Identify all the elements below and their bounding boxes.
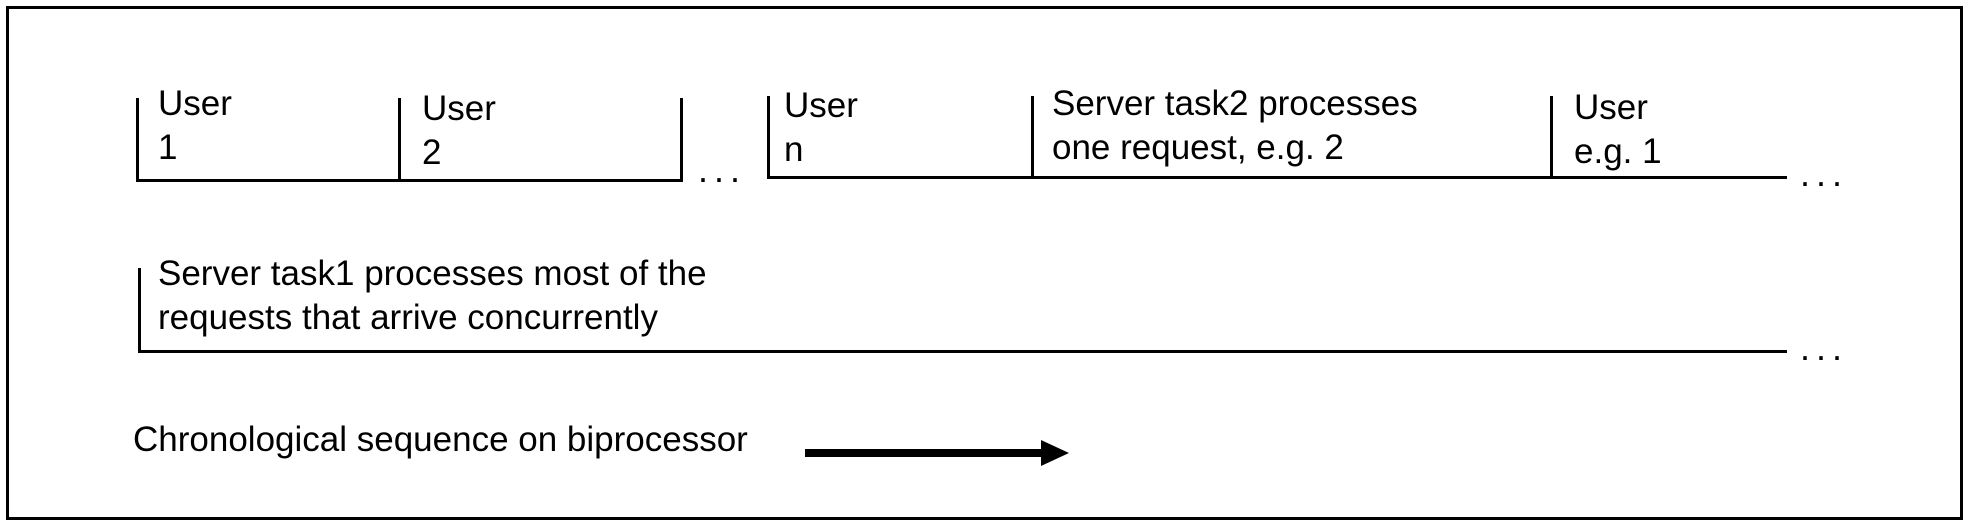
row2-ellipsis-end: ...: [1800, 327, 1849, 368]
row1-tick-user2: [398, 98, 401, 182]
row1-tick-server-task2: [1031, 96, 1034, 179]
segment-user2-label: User 2: [422, 89, 496, 172]
row1-tick-user-eg1: [1550, 96, 1553, 179]
row2-baseline: [138, 350, 1787, 353]
segment-usern-label: User n: [784, 86, 858, 169]
row1-baseline-left: [136, 179, 682, 182]
row1-ellipsis-mid: ...: [698, 149, 747, 190]
row1-tick-usern: [767, 96, 770, 179]
diagram-frame: [6, 6, 1963, 520]
time-arrow-icon: [805, 440, 1069, 466]
row1-ellipsis-end: ...: [1800, 153, 1849, 194]
segment-user-eg1-label: User e.g. 1: [1574, 88, 1662, 171]
chronological-sequence-caption: Chronological sequence on biprocessor: [133, 420, 748, 459]
row1-tick-group-end: [680, 98, 683, 182]
segment-server-task2-label: Server task2 processes one request, e.g.…: [1052, 84, 1418, 167]
row2-tick-server-task1: [138, 268, 141, 353]
row1-baseline-right: [767, 176, 1787, 179]
segment-user1-label: User 1: [158, 84, 232, 167]
row1-tick-user1: [136, 98, 139, 182]
server-task1-label: Server task1 processes most of the reque…: [158, 254, 707, 337]
